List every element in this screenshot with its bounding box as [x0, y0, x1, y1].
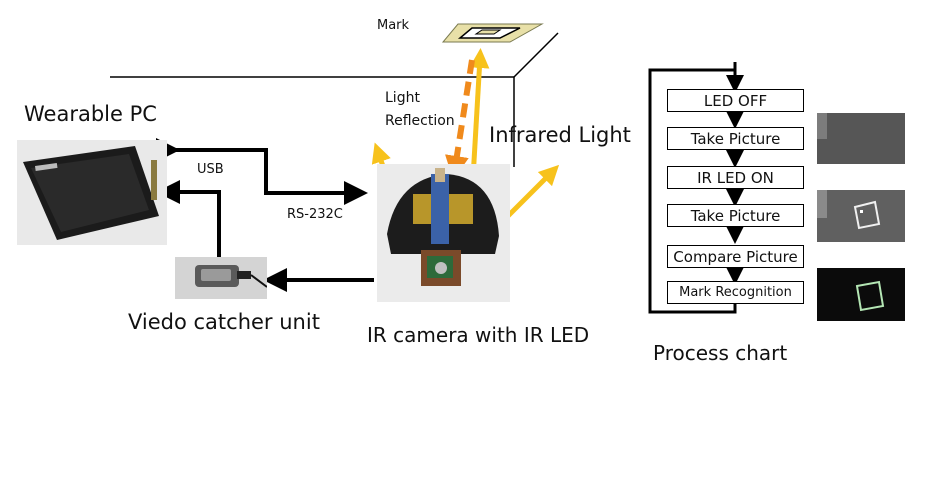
- connection-arrows: [156, 138, 374, 292]
- process-chart-flow: [648, 62, 744, 314]
- step-ir-led-on: IR LED ON: [667, 166, 804, 189]
- step-led-off: LED OFF: [667, 89, 804, 112]
- step-take-picture-2: Take Picture: [667, 204, 804, 227]
- label-mark: Mark: [377, 18, 410, 33]
- thumb-led-off: [817, 113, 905, 164]
- label-video-catcher: Viedo catcher unit: [128, 310, 320, 334]
- reflection-arrow: [445, 59, 475, 180]
- wearable-pc-photo: [17, 140, 167, 245]
- rs232c-arrow: [156, 138, 368, 205]
- label-wearable-pc: Wearable PC: [24, 102, 157, 126]
- label-rs232c: RS-232C: [287, 207, 343, 222]
- step-mark-recognition: Mark Recognition: [667, 281, 804, 304]
- step-compare-picture: Compare Picture: [667, 245, 804, 268]
- step-take-picture-1: Take Picture: [667, 127, 804, 150]
- loop-back-line: [648, 68, 737, 314]
- usb-arrow: [156, 180, 221, 257]
- label-usb: USB: [197, 162, 224, 177]
- label-infrared-light: Infrared Light: [489, 123, 631, 147]
- label-ir-camera: IR camera with IR LED: [367, 323, 590, 347]
- label-reflection: Reflection: [385, 113, 455, 129]
- room-outline: [110, 32, 559, 167]
- thumb-recognized: [817, 268, 905, 321]
- ir-camera-photo: [377, 164, 510, 302]
- label-process-chart: Process chart: [653, 341, 788, 365]
- mark-target: [441, 23, 544, 43]
- video-catcher-photo: [175, 257, 267, 299]
- label-light: Light: [385, 90, 420, 106]
- thumb-ir-on: [817, 190, 905, 242]
